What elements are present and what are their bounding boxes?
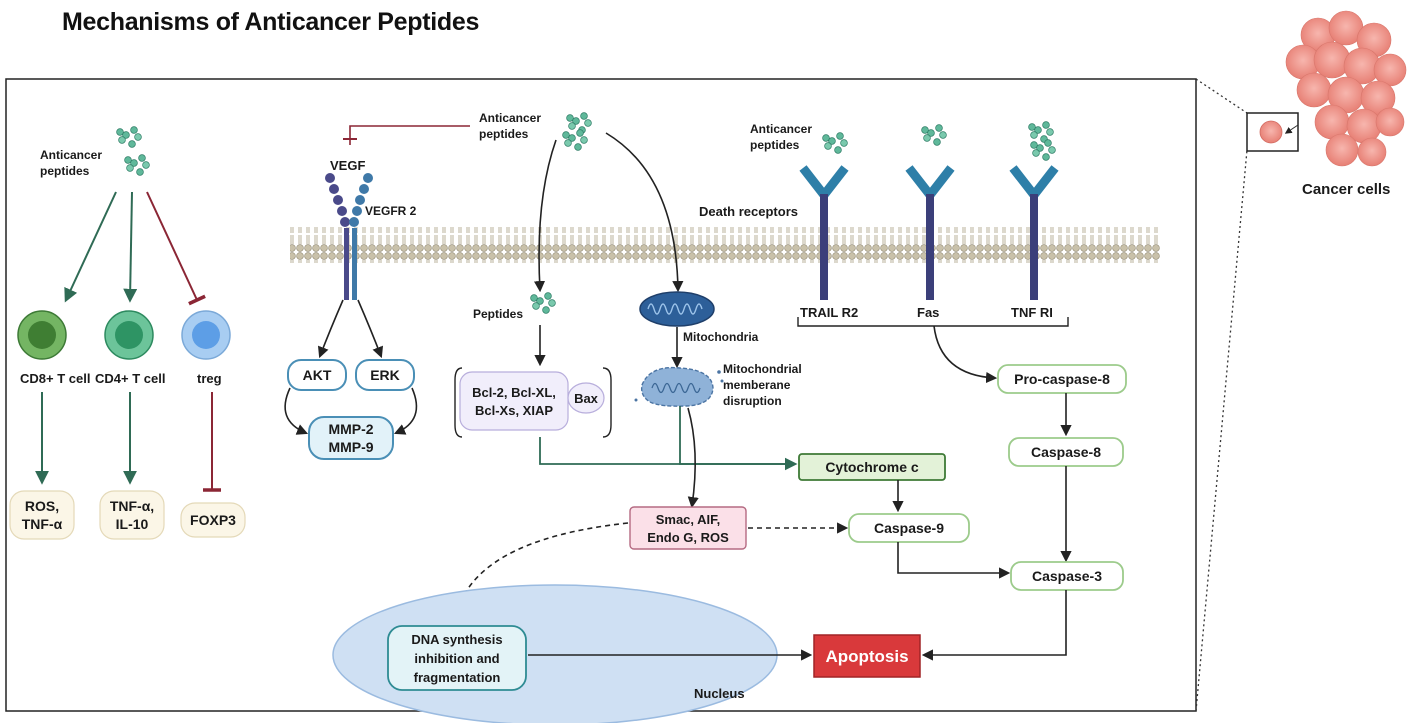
death-receptors-label: Death receptors [699, 204, 798, 219]
mito-disruption-label-3: disruption [723, 394, 782, 408]
center-peptides-label: Anticancer [479, 111, 541, 125]
procaspase8-text: Pro-caspase-8 [1014, 371, 1110, 387]
cell-membrane [290, 227, 1160, 263]
death-peptides-label: Anticancer [750, 122, 812, 136]
peptide-icon [1030, 139, 1056, 161]
peptide-icon [822, 132, 848, 154]
immune-peptides-label-2: peptides [40, 164, 90, 178]
death-peptides-label-2: peptides [750, 138, 800, 152]
peptides-small-label: Peptides [473, 307, 523, 321]
caspase3-box [1010, 561, 1124, 591]
treg-label: treg [197, 371, 222, 386]
mito-disruption-label-2: memberane [723, 378, 791, 392]
vegfr2-label: VEGFR 2 [365, 204, 417, 218]
foxp3-text: FOXP3 [190, 512, 236, 528]
bax-oval [567, 382, 605, 414]
caspase3-text: Caspase-3 [1032, 568, 1102, 584]
cd8-label: CD8+ T cell [20, 371, 90, 386]
smac-box [629, 506, 747, 550]
cytochrome-text: Cytochrome c [825, 459, 919, 475]
peptide-icon [124, 154, 150, 176]
mitochondria-icon [639, 291, 715, 327]
tnf-il10-text-1: TNF-α, [110, 498, 154, 514]
akt-text: AKT [303, 367, 332, 383]
smac-text-2: Endo G, ROS [647, 530, 729, 545]
peptide-icon [921, 124, 947, 146]
single-cancer-cell [1259, 120, 1283, 144]
immune-peptides-label: Anticancer [40, 148, 102, 162]
cd4-t-cell-icon [104, 310, 154, 360]
apoptosis-box [813, 634, 921, 678]
akt-box [287, 359, 347, 391]
caspase8-text: Caspase-8 [1031, 444, 1101, 460]
page-title: Mechanisms of Anticancer Peptides [62, 8, 480, 36]
zoom-line-top [1195, 78, 1248, 114]
mitochondria-label: Mitochondria [683, 330, 759, 344]
bcl-text-1: Bcl-2, Bcl-XL, [472, 385, 556, 400]
center-peptides-label-2: peptides [479, 127, 529, 141]
cancer-cell-cluster-icon [1285, 10, 1407, 167]
cytochrome-box [798, 453, 946, 481]
trail-r2-receptor-icon [799, 165, 849, 300]
caspase9-text: Caspase-9 [874, 520, 944, 536]
erk-text: ERK [370, 367, 400, 383]
mmp-text-1: MMP-2 [328, 421, 373, 437]
foxp3-box [180, 502, 246, 538]
bax-text: Bax [574, 391, 599, 406]
zoom-line-bottom [1195, 149, 1248, 712]
nucleus-label: Nucleus [694, 686, 745, 701]
smac-text-1: Smac, AIF, [656, 512, 721, 527]
dna-box [387, 625, 527, 691]
tnf-il10-box [99, 490, 165, 540]
peptide-icon [1028, 121, 1054, 143]
mmp-text-2: MMP-9 [328, 439, 373, 455]
bcl-box [459, 371, 569, 431]
bcl-text-2: Bcl-Xs, XIAP [475, 403, 553, 418]
vegf-inhibition-line [349, 125, 470, 145]
fas-receptor-icon [905, 165, 955, 300]
dna-text-1: DNA synthesis [411, 632, 502, 647]
apoptosis-text: Apoptosis [825, 647, 908, 666]
fas-label: Fas [917, 305, 939, 320]
caspase9-box [848, 513, 970, 543]
dna-text-2: inhibition and [414, 651, 499, 666]
ros-tnf-box [9, 490, 75, 540]
mmp-box [308, 416, 394, 460]
vegfr2-receptor-icon [325, 173, 373, 300]
cd8-t-cell-icon [17, 310, 67, 360]
procaspase8-box [997, 364, 1127, 394]
treg-cell-icon [181, 310, 231, 360]
trail-label: TRAIL R2 [800, 305, 858, 320]
peptide-icon [530, 292, 556, 314]
peptide-icon [562, 129, 588, 151]
tnf-label: TNF RI [1011, 305, 1053, 320]
ros-tnf-text-2: TNF-α [22, 516, 63, 532]
tnf-il10-text-2: IL-10 [116, 516, 149, 532]
vegf-label: VEGF [330, 158, 365, 173]
ros-tnf-text-1: ROS, [25, 498, 59, 514]
tnf-ri-receptor-icon [1009, 165, 1059, 300]
cd4-label: CD4+ T cell [95, 371, 165, 386]
mito-disruption-label-1: Mitochondrial [723, 362, 802, 376]
cancer-cells-label: Cancer cells [1302, 181, 1390, 198]
dna-text-3: fragmentation [414, 670, 501, 685]
erk-box [355, 359, 415, 391]
disrupted-mitochondria-icon [634, 366, 724, 407]
peptide-icon [116, 126, 142, 148]
